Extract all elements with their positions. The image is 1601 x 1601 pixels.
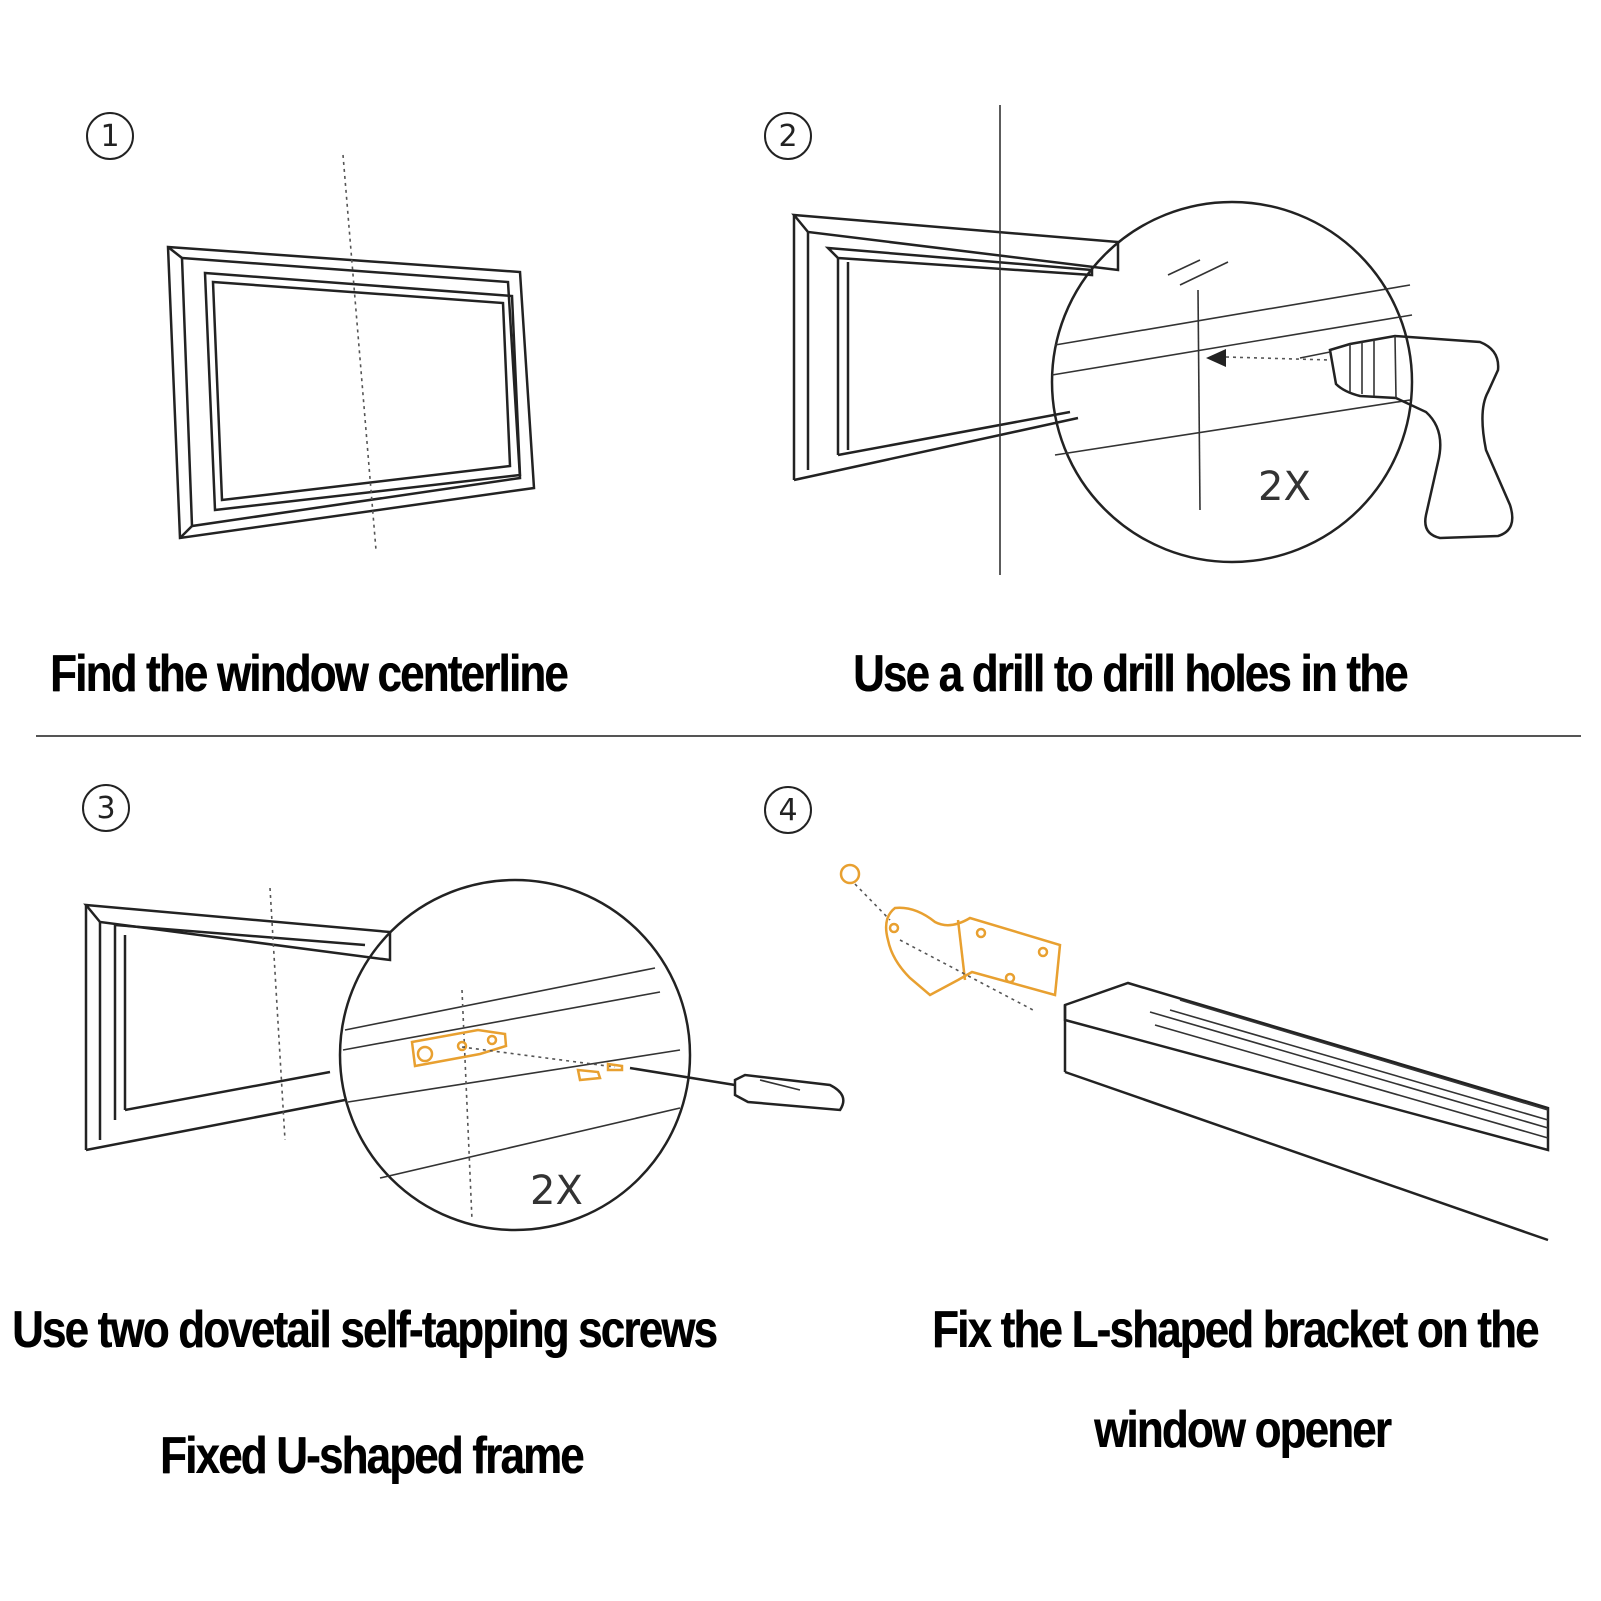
drill-icon — [1299, 334, 1514, 540]
window-frame — [791, 213, 1120, 482]
step-3-number: 3 — [82, 784, 130, 832]
window-frame — [83, 903, 392, 1152]
step-2-number: 2 — [764, 112, 812, 160]
window-opener-rail — [1063, 981, 1550, 1242]
step-2-caption: Use a drill to drill holes in the — [853, 645, 1408, 703]
step-2-illustration: 2X — [791, 105, 1514, 575]
drill-arrow — [1206, 349, 1226, 367]
l-bracket — [839, 863, 1062, 1011]
step-3-multiplier: 2X — [530, 1168, 583, 1214]
divider — [36, 735, 1581, 737]
step-3-caption-line2: Fixed U-shaped frame — [160, 1427, 584, 1485]
step-3-illustration: 2X — [83, 878, 845, 1232]
step-4-number: 4 — [764, 786, 812, 834]
u-bracket — [410, 1028, 508, 1068]
magnifier-circle — [338, 878, 692, 1232]
step-1-caption: Find the window centerline — [50, 645, 569, 703]
step-4-caption-line1: Fix the L-shaped bracket on the — [932, 1301, 1539, 1359]
step-2-multiplier: 2X — [1258, 464, 1311, 510]
step-3-caption-line1: Use two dovetail self-tapping screws — [12, 1301, 718, 1359]
magnifier-circle — [1050, 200, 1414, 564]
step-1-number: 1 — [86, 112, 134, 160]
window-frame — [166, 245, 536, 540]
centerline — [269, 887, 286, 1141]
step-4-caption-line2: window opener — [1094, 1401, 1392, 1459]
step-4-illustration — [839, 863, 1550, 1242]
centerline — [342, 154, 377, 551]
screwdriver-icon — [629, 1066, 845, 1112]
step-1-illustration — [166, 154, 536, 551]
